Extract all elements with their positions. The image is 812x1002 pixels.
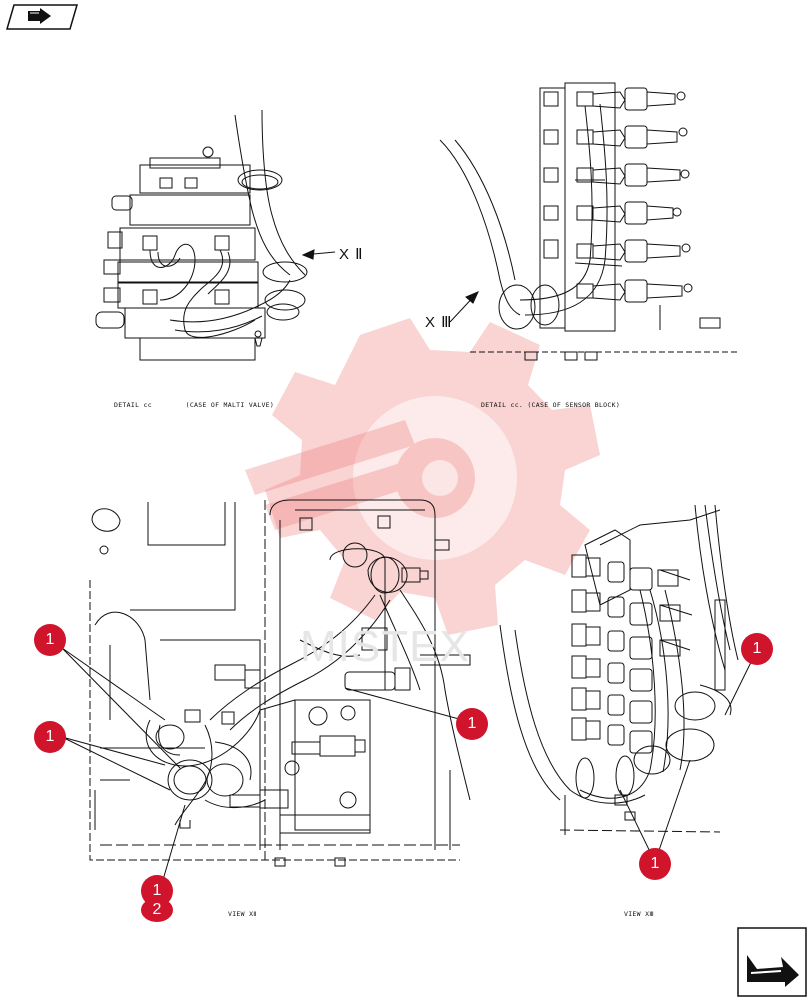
- view-xiii-caption: VIEW XⅢ: [624, 910, 655, 918]
- detail-multi-valve-caption: DETAIL cc (CASE OF MALTI VALVE): [114, 401, 275, 409]
- next-page-button[interactable]: [737, 927, 807, 997]
- callout-1: 1: [456, 708, 488, 740]
- view-xii-drawing: [89, 499, 471, 867]
- callout-1: 1: [34, 721, 66, 753]
- next-page-arrow-icon: [737, 927, 807, 997]
- detail-sensor-block-drawing: [439, 82, 740, 361]
- callout-1: 1: [741, 633, 773, 665]
- watermark-text: MISTEX: [300, 622, 470, 671]
- detail-multi-valve-drawing: [95, 109, 336, 361]
- prev-page-button[interactable]: [6, 4, 78, 30]
- sensor-connector-stack: [571, 554, 693, 754]
- prev-page-arrow-icon: [6, 4, 78, 30]
- arrow-xiii-label: X Ⅲ: [425, 314, 453, 331]
- sensor-row-4: [543, 201, 682, 225]
- sensor-row-5: [543, 239, 691, 263]
- callout-2: 2: [141, 898, 173, 922]
- sensor-row-6: [576, 279, 693, 303]
- view-xii-caption: VIEW XⅡ: [228, 910, 257, 918]
- view-xiii-drawing: [499, 504, 739, 835]
- arrow-xii-label: X Ⅱ: [339, 246, 364, 263]
- detail-sensor-block-caption: DETAIL cc. (CASE OF SENSOR BLOCK): [481, 401, 621, 409]
- callout-1: 1: [639, 848, 671, 880]
- sensor-row-3: [543, 163, 690, 187]
- callout-1: 1: [34, 624, 66, 656]
- sensor-row-2: [543, 125, 688, 149]
